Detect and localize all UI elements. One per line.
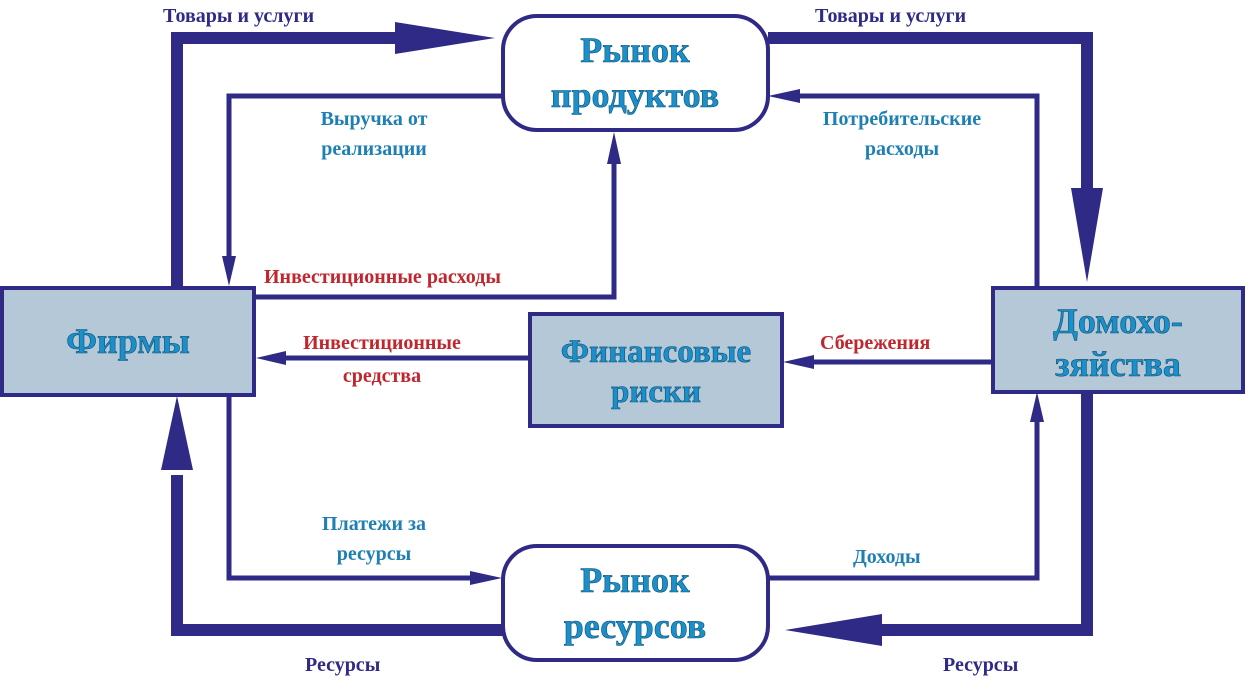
resource-payments-flow-line xyxy=(226,396,474,581)
investment-spending-label: Инвестиционные расходы xyxy=(264,266,501,288)
income-flow-line xyxy=(768,418,1040,581)
resource-market-title-line2: ресурсов xyxy=(564,606,707,646)
revenue-label-line2: реализации xyxy=(321,138,427,160)
resource-flow-market-to-firms-arrowhead xyxy=(161,396,193,470)
resource-flow-market-to-firms-line xyxy=(171,475,503,636)
savings-flow-arrowhead xyxy=(783,355,814,369)
goods-flow-market-to-households-arrowhead xyxy=(1071,188,1103,282)
investment-funds-label-line2: средства xyxy=(343,365,421,387)
savings-label: Сбережения xyxy=(820,332,930,354)
resource-flow-households-to-market-line xyxy=(870,392,1093,636)
income-label: Доходы xyxy=(853,546,921,568)
firms-node: Фирмы xyxy=(0,286,256,397)
resource-payments-label-line1: Платежи за xyxy=(322,513,426,535)
goods-flow-firms-to-market-line xyxy=(171,32,410,288)
resources-label-left: Ресурсы xyxy=(305,654,381,676)
investment-spending-flow-line xyxy=(255,160,617,300)
firms-title: Фирмы xyxy=(66,321,190,361)
financial-risks-title-line2: риски xyxy=(611,374,701,410)
consumer-spending-label-line1: Потребительские xyxy=(823,108,981,130)
income-flow-arrowhead xyxy=(1030,392,1044,422)
resource-market-node: Рынок ресурсов xyxy=(501,544,770,662)
consumer-spending-flow-arrowhead xyxy=(768,89,800,103)
resources-label-right: Ресурсы xyxy=(943,654,1019,676)
revenue-label-line1: Выручка от xyxy=(321,108,428,130)
resource-payments-label-line2: ресурсы xyxy=(337,543,412,565)
revenue-flow-arrowhead xyxy=(222,256,236,286)
investment-funds-label-line1: Инвестиционные xyxy=(303,332,461,354)
product-market-title-line2: продуктов xyxy=(551,75,719,115)
resource-flow-households-to-market-arrowhead xyxy=(785,614,882,646)
revenue-flow-line xyxy=(226,93,503,262)
consumer-spending-label-line2: расходы xyxy=(865,138,940,160)
investment-funds-flow-arrowhead xyxy=(256,351,286,365)
investment-spending-flow-arrowhead xyxy=(607,132,621,164)
goods-services-label-left: Товары и услуги xyxy=(163,5,314,27)
resource-market-title-line1: Рынок xyxy=(580,560,690,600)
consumer-spending-flow-line xyxy=(794,93,1040,288)
resource-payments-flow-arrowhead xyxy=(470,571,502,585)
goods-services-label-right: Товары и услуги xyxy=(815,5,966,27)
households-title-line1: Домохо- xyxy=(1053,301,1183,341)
financial-risks-title-line1: Финансовые xyxy=(561,334,751,370)
goods-flow-firms-to-market-arrowhead xyxy=(395,22,495,54)
product-market-node: Рынок продуктов xyxy=(501,14,770,132)
product-market-title-line1: Рынок xyxy=(580,30,690,70)
households-title-line2: зяйства xyxy=(1055,344,1181,384)
households-node: Домохо- зяйства xyxy=(991,286,1245,394)
financial-risks-node: Финансовые риски xyxy=(528,312,784,428)
goods-flow-market-to-households-line xyxy=(768,32,1093,200)
